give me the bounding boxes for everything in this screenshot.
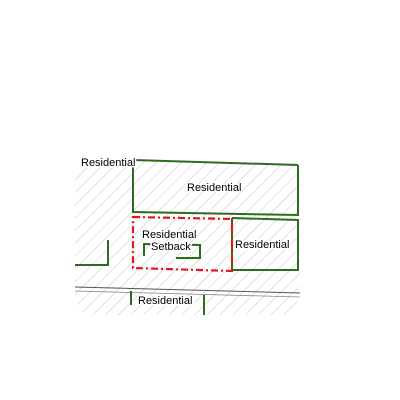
setback-boundary <box>131 215 234 273</box>
label-residential-center: Residential <box>142 229 196 241</box>
parcel-top-edge <box>132 159 299 166</box>
parcel-top-boundary <box>132 165 299 217</box>
parcel-right-boundary <box>231 217 299 271</box>
residential-zone-hatch <box>75 160 300 315</box>
road-line <box>74 290 301 298</box>
building-footprint <box>143 242 201 259</box>
label-residential-top-left: Residential <box>81 157 135 169</box>
road-lines <box>74 286 301 298</box>
parcel-left-boundary <box>75 240 109 266</box>
label-residential-bottom: Residential <box>138 295 192 307</box>
label-residential-top: Residential <box>187 182 241 194</box>
label-setback: Setback <box>151 241 191 253</box>
label-residential-right: Residential <box>235 239 289 251</box>
parcel-boundaries <box>75 159 299 315</box>
road-line <box>74 286 301 294</box>
